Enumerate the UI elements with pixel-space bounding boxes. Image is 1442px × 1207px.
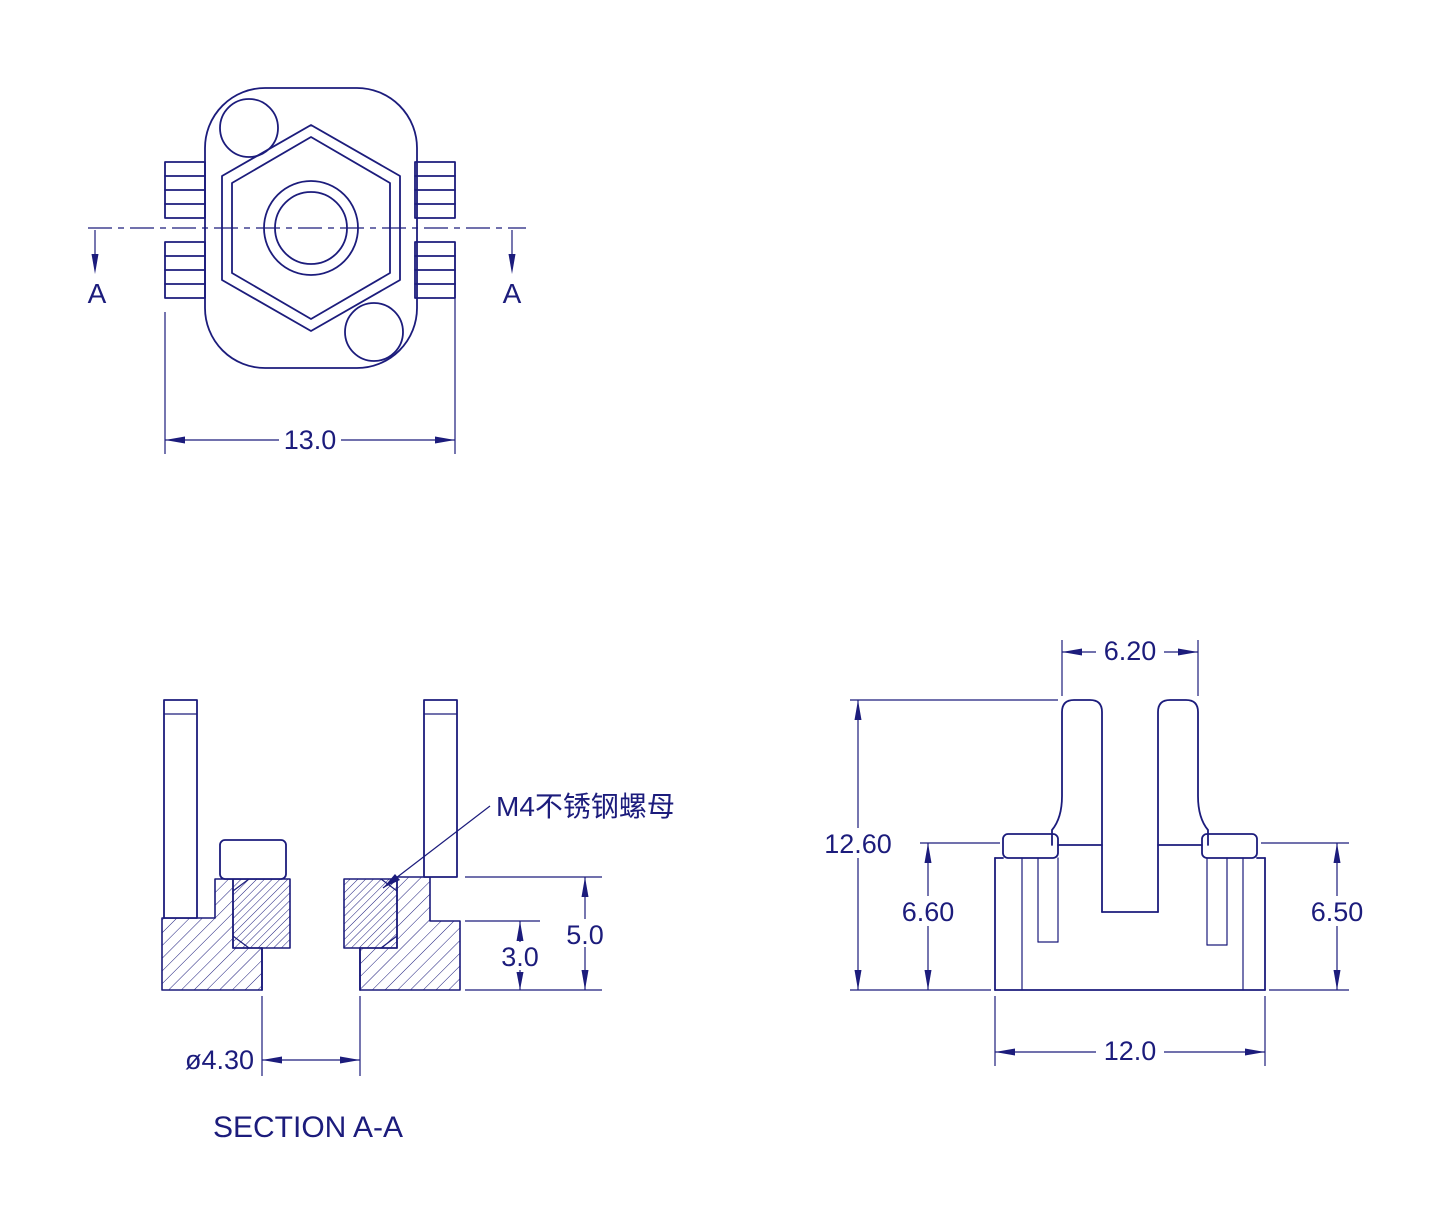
dim-hole-diameter: ø4.30 bbox=[185, 996, 361, 1076]
left-prong bbox=[1051, 699, 1103, 913]
nut-annotation-text: M4不锈钢螺母 bbox=[496, 791, 675, 822]
section-caption: SECTION A-A bbox=[213, 1111, 403, 1144]
leader-arrow bbox=[383, 874, 400, 888]
dim-clip-width-value: 6.20 bbox=[1104, 636, 1157, 666]
mounting-hole-top-left bbox=[219, 98, 279, 158]
hex-nut-inner bbox=[231, 136, 391, 320]
nut-section-right bbox=[343, 878, 398, 949]
dim-overall-width: 13.0 bbox=[164, 248, 456, 455]
section-marker-left: A bbox=[88, 230, 107, 309]
side-view: 6.20 12.60 6.60 6.50 bbox=[810, 636, 1371, 1066]
serration-right bbox=[414, 161, 456, 299]
dim-boss-height: 5.0 bbox=[465, 876, 610, 991]
side-body-outline bbox=[994, 844, 1266, 991]
right-flange bbox=[1201, 833, 1258, 859]
nut-chamfer-edges bbox=[232, 878, 398, 949]
nut-retainer-top bbox=[219, 839, 287, 880]
left-wall bbox=[163, 699, 198, 919]
dim-body-height: 6.60 bbox=[894, 842, 1000, 990]
section-arrow-right bbox=[508, 254, 516, 274]
right-prong bbox=[1157, 699, 1209, 913]
dim-clip-width: 6.20 bbox=[1061, 636, 1199, 696]
top-view: A A 13.0 bbox=[88, 87, 526, 455]
dim-base-width: 12.0 bbox=[994, 996, 1266, 1066]
dim-boss-height-value: 5.0 bbox=[566, 920, 604, 950]
dim-right-height-value: 6.50 bbox=[1311, 897, 1364, 927]
section-label-right: A bbox=[503, 278, 522, 309]
dim-overall-height-value: 12.60 bbox=[824, 829, 892, 859]
right-wall bbox=[423, 699, 458, 878]
internal-edges bbox=[1021, 857, 1244, 991]
serration-left bbox=[164, 161, 206, 299]
mounting-hole-bottom-right bbox=[344, 302, 404, 362]
left-flange bbox=[1002, 833, 1059, 859]
dim-hole-diameter-value: ø4.30 bbox=[185, 1045, 254, 1075]
section-view: M4不锈钢螺母 5.0 3.0 ø4.30 SECTI bbox=[161, 699, 675, 1144]
nut-section-left bbox=[232, 878, 291, 949]
dim-overall-width-value: 13.0 bbox=[284, 425, 337, 455]
section-arrow-left bbox=[91, 254, 99, 274]
dim-base-width-value: 12.0 bbox=[1104, 1036, 1157, 1066]
clearance-hole-walls bbox=[261, 947, 361, 991]
dim-flange-height-value: 3.0 bbox=[501, 942, 539, 972]
dim-overall-height: 12.60 bbox=[810, 699, 1058, 991]
dim-flange-height: 3.0 bbox=[465, 920, 545, 990]
nut-annotation-leader: M4不锈钢螺母 bbox=[382, 791, 675, 889]
section-marker-right: A bbox=[503, 230, 522, 309]
dim-right-height: 6.50 bbox=[1261, 842, 1371, 991]
hex-nut-outer bbox=[221, 124, 401, 332]
dim-body-height-value: 6.60 bbox=[902, 897, 955, 927]
section-label-left: A bbox=[88, 278, 107, 309]
